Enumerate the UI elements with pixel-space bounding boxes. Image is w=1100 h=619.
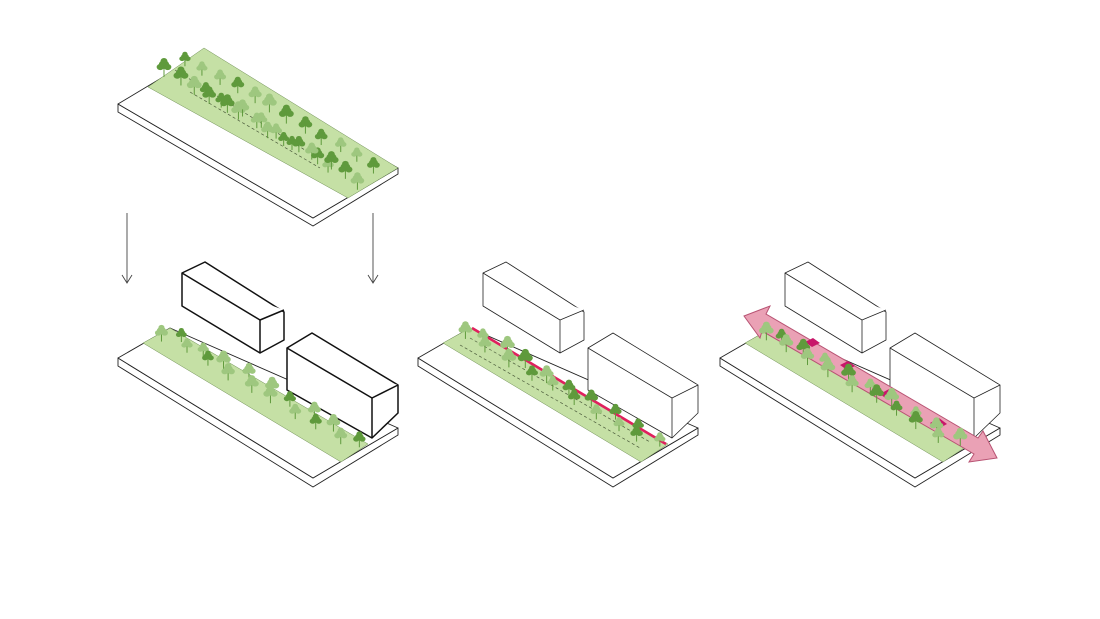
tree-icon [884,387,900,407]
tree-icon [215,92,228,108]
tree-icon [338,160,353,179]
tree-icon [908,411,923,430]
tree-icon [214,69,227,85]
panel-park-with-edge-line [417,261,699,488]
tree-icon [845,375,859,393]
tree-icon [841,363,856,383]
panel-park-strip [117,47,399,227]
panel-park-with-corridor [719,261,1001,488]
tree-icon [500,335,515,355]
tree-icon [547,375,559,391]
tree-icon [324,151,339,170]
tree-icon [590,404,603,420]
tree-icon [478,336,492,353]
tree-cluster [458,321,666,447]
panel-park-with-buildings [117,261,399,488]
tree-icon [819,352,831,367]
tree-icon [270,123,283,139]
tree-icon [869,384,884,403]
tree-icon [156,58,172,77]
tree-icon [289,403,302,420]
tree-icon [244,375,259,393]
tree-icon [154,324,168,342]
tree-icon [278,131,290,146]
tree-icon [278,104,294,124]
tree-icon [286,135,298,150]
tree-icon [820,358,836,378]
tree-icon [173,66,189,86]
tree-icon [632,418,644,434]
tree-icon [630,425,643,442]
tree-icon [864,378,877,394]
tree-icon [501,348,517,368]
tree-icon [350,172,365,190]
tree-icon [609,403,622,420]
tree-icon [779,334,794,353]
tree-icon [298,116,313,134]
tree-icon [953,427,968,446]
tree-icon [351,147,363,162]
tree-icon [562,379,576,397]
tree-icon [175,328,187,342]
tree-icon [326,414,341,432]
tree-icon [202,350,214,366]
tree-icon [539,365,554,384]
tree-icon [334,427,348,445]
tree-icon [196,61,208,76]
down-arrow-icon [367,213,379,284]
tree-icon [584,389,599,407]
tree-icon [367,157,380,174]
building-block [587,332,699,439]
tree-icon [568,389,581,405]
tree-icon [263,384,278,404]
tree-icon [309,413,322,430]
tree-icon [613,417,625,432]
tree-icon [262,93,277,113]
path-dashed [459,344,641,449]
tree-icon [216,350,231,370]
building-block [286,332,399,439]
tree-icon [242,362,256,380]
building-block [181,261,285,354]
tree-icon [186,75,202,95]
tree-cluster [759,321,968,446]
tree-cluster [154,324,366,448]
park-surface [442,327,669,463]
tree-icon [353,431,366,448]
tree-icon [800,347,815,366]
tree-icon [197,342,209,357]
tree-icon [231,76,245,94]
building-block [482,261,585,354]
tree-icon [235,99,250,117]
tree-icon [458,321,473,339]
building-block [784,261,887,354]
tree-icon [526,365,538,381]
tree-icon [890,400,903,416]
tree-icon [255,112,268,128]
tree-icon [314,128,328,146]
down-arrow-icon [121,213,133,284]
tree-icon [305,142,319,160]
marker [805,338,820,347]
tree-icon [335,137,347,153]
tree-icon [759,321,774,341]
tree-icon [221,363,235,381]
tree-icon [199,82,212,98]
tree-icon [181,338,193,353]
tree-icon [248,86,262,104]
tree-icon [517,348,533,369]
tree-icon [283,391,296,407]
tree-cluster [156,51,380,190]
tree-icon [179,51,191,67]
tree-icon [654,432,666,447]
tree-icon [932,427,945,443]
